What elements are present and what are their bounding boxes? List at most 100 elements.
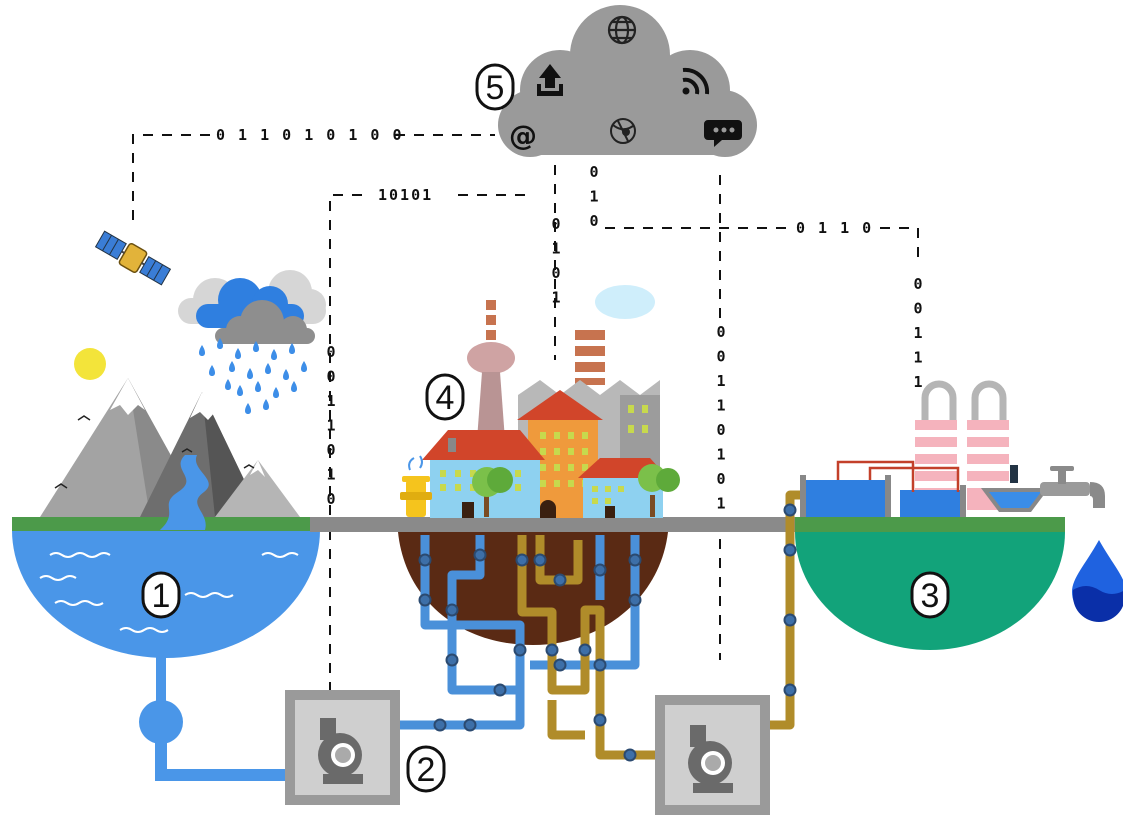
bit-digit: 0 [326, 343, 335, 361]
bit-digit: 1 [589, 188, 598, 206]
bit-digit: 0 [326, 490, 335, 508]
pump-station-right [655, 695, 770, 815]
upload-icon [537, 64, 563, 96]
pipe-joint [513, 643, 527, 657]
bit-digit: 0 [913, 300, 922, 318]
label-pump-station: 2 [406, 745, 446, 793]
bit-digit: 1 [913, 373, 922, 391]
window [582, 464, 588, 471]
bit-digit: 0 [326, 441, 335, 459]
pipe-joint [418, 553, 432, 567]
reservoir [12, 378, 320, 781]
svg-text:5: 5 [486, 69, 505, 107]
bit-digit: 0 [716, 421, 725, 439]
svg-text:4: 4 [436, 379, 455, 417]
bit-digit: 1 [326, 466, 335, 484]
data-links [132, 134, 919, 690]
bit-digit: 1 [326, 392, 335, 410]
pipe-joint [445, 603, 459, 617]
bit-digit: 0 [716, 323, 725, 341]
bit-digit: 0 [913, 275, 922, 293]
pipe-joint [545, 643, 559, 657]
bit-digit: 1 [716, 397, 725, 415]
rss-icon [682, 67, 710, 95]
pipe-joint [533, 553, 547, 567]
rain-clouds [178, 270, 326, 414]
window [515, 470, 521, 477]
bit-digit: 0 [551, 215, 560, 233]
bit-digit: 0 [589, 163, 598, 181]
window [455, 470, 461, 477]
window [554, 480, 560, 487]
label-cloud: 5 [475, 63, 515, 111]
tv-tower [467, 300, 515, 440]
pump-station-left [285, 690, 400, 805]
window [455, 484, 461, 491]
chat-icon [704, 120, 742, 147]
bit-digit: 1 [913, 349, 922, 367]
pipe-joint [593, 713, 607, 727]
cloud-center-bits: 0101 [551, 215, 560, 307]
raindrop [253, 341, 259, 352]
pipe-joint [418, 593, 432, 607]
network-globe-icon [610, 118, 636, 144]
pipe-joint [515, 553, 529, 567]
number-labels: 1 2 3 4 5 [141, 63, 950, 793]
svg-text:1: 1 [152, 577, 171, 615]
bit-digit: 0 [716, 348, 725, 366]
window [540, 464, 546, 471]
sun [74, 348, 106, 380]
satellite-icon [94, 230, 172, 286]
pipe-joint [553, 573, 567, 587]
pipe-joint [628, 593, 642, 607]
window [470, 484, 476, 491]
label-city: 4 [425, 373, 465, 421]
treatment-bits: 0 1 1 0 [796, 219, 873, 237]
svg-text:@: @ [509, 119, 537, 152]
globe-icon [607, 15, 637, 45]
svg-text:3: 3 [921, 577, 940, 615]
window [568, 448, 574, 455]
pipe-joint [628, 553, 642, 567]
raindrop [263, 399, 269, 410]
pipe-joint [783, 613, 797, 627]
bit-digit: 1 [716, 372, 725, 390]
window [582, 448, 588, 455]
treatment-vertical-bits: 0 0 1 1 1 [913, 275, 922, 391]
treatment-link-line-2 [880, 227, 919, 260]
bit-digit: 1 [326, 417, 335, 435]
water-drop [1072, 540, 1123, 622]
fire-hydrant [400, 455, 432, 517]
pipe-joint [463, 718, 477, 732]
cloud: @ [498, 5, 757, 157]
city-top-bits: 10101 [378, 186, 433, 204]
satellite-link-line [132, 134, 210, 220]
raindrop [271, 349, 277, 360]
pipe-joints [418, 503, 797, 762]
pipe-joint [623, 748, 637, 762]
raindrop [301, 361, 307, 372]
pipe-joint [553, 658, 567, 672]
treatment-plant [795, 380, 1123, 650]
pipe-joint [433, 718, 447, 732]
raindrop [247, 368, 253, 379]
raindrop [283, 369, 289, 380]
window [554, 448, 560, 455]
pipe-joint [578, 643, 592, 657]
pipe-joint [445, 653, 459, 667]
raindrop [273, 387, 279, 398]
bit-digit: 0 [551, 264, 560, 282]
window [440, 484, 446, 491]
bit-digit: 1 [716, 495, 725, 513]
raindrop [235, 348, 241, 359]
raindrop [291, 381, 297, 392]
pipe-joint [783, 503, 797, 517]
window [540, 480, 546, 487]
trees [472, 464, 680, 517]
bit-digit: 1 [913, 324, 922, 342]
raindrop [237, 385, 243, 396]
window [568, 432, 574, 439]
label-treatment-plant: 3 [910, 571, 950, 619]
